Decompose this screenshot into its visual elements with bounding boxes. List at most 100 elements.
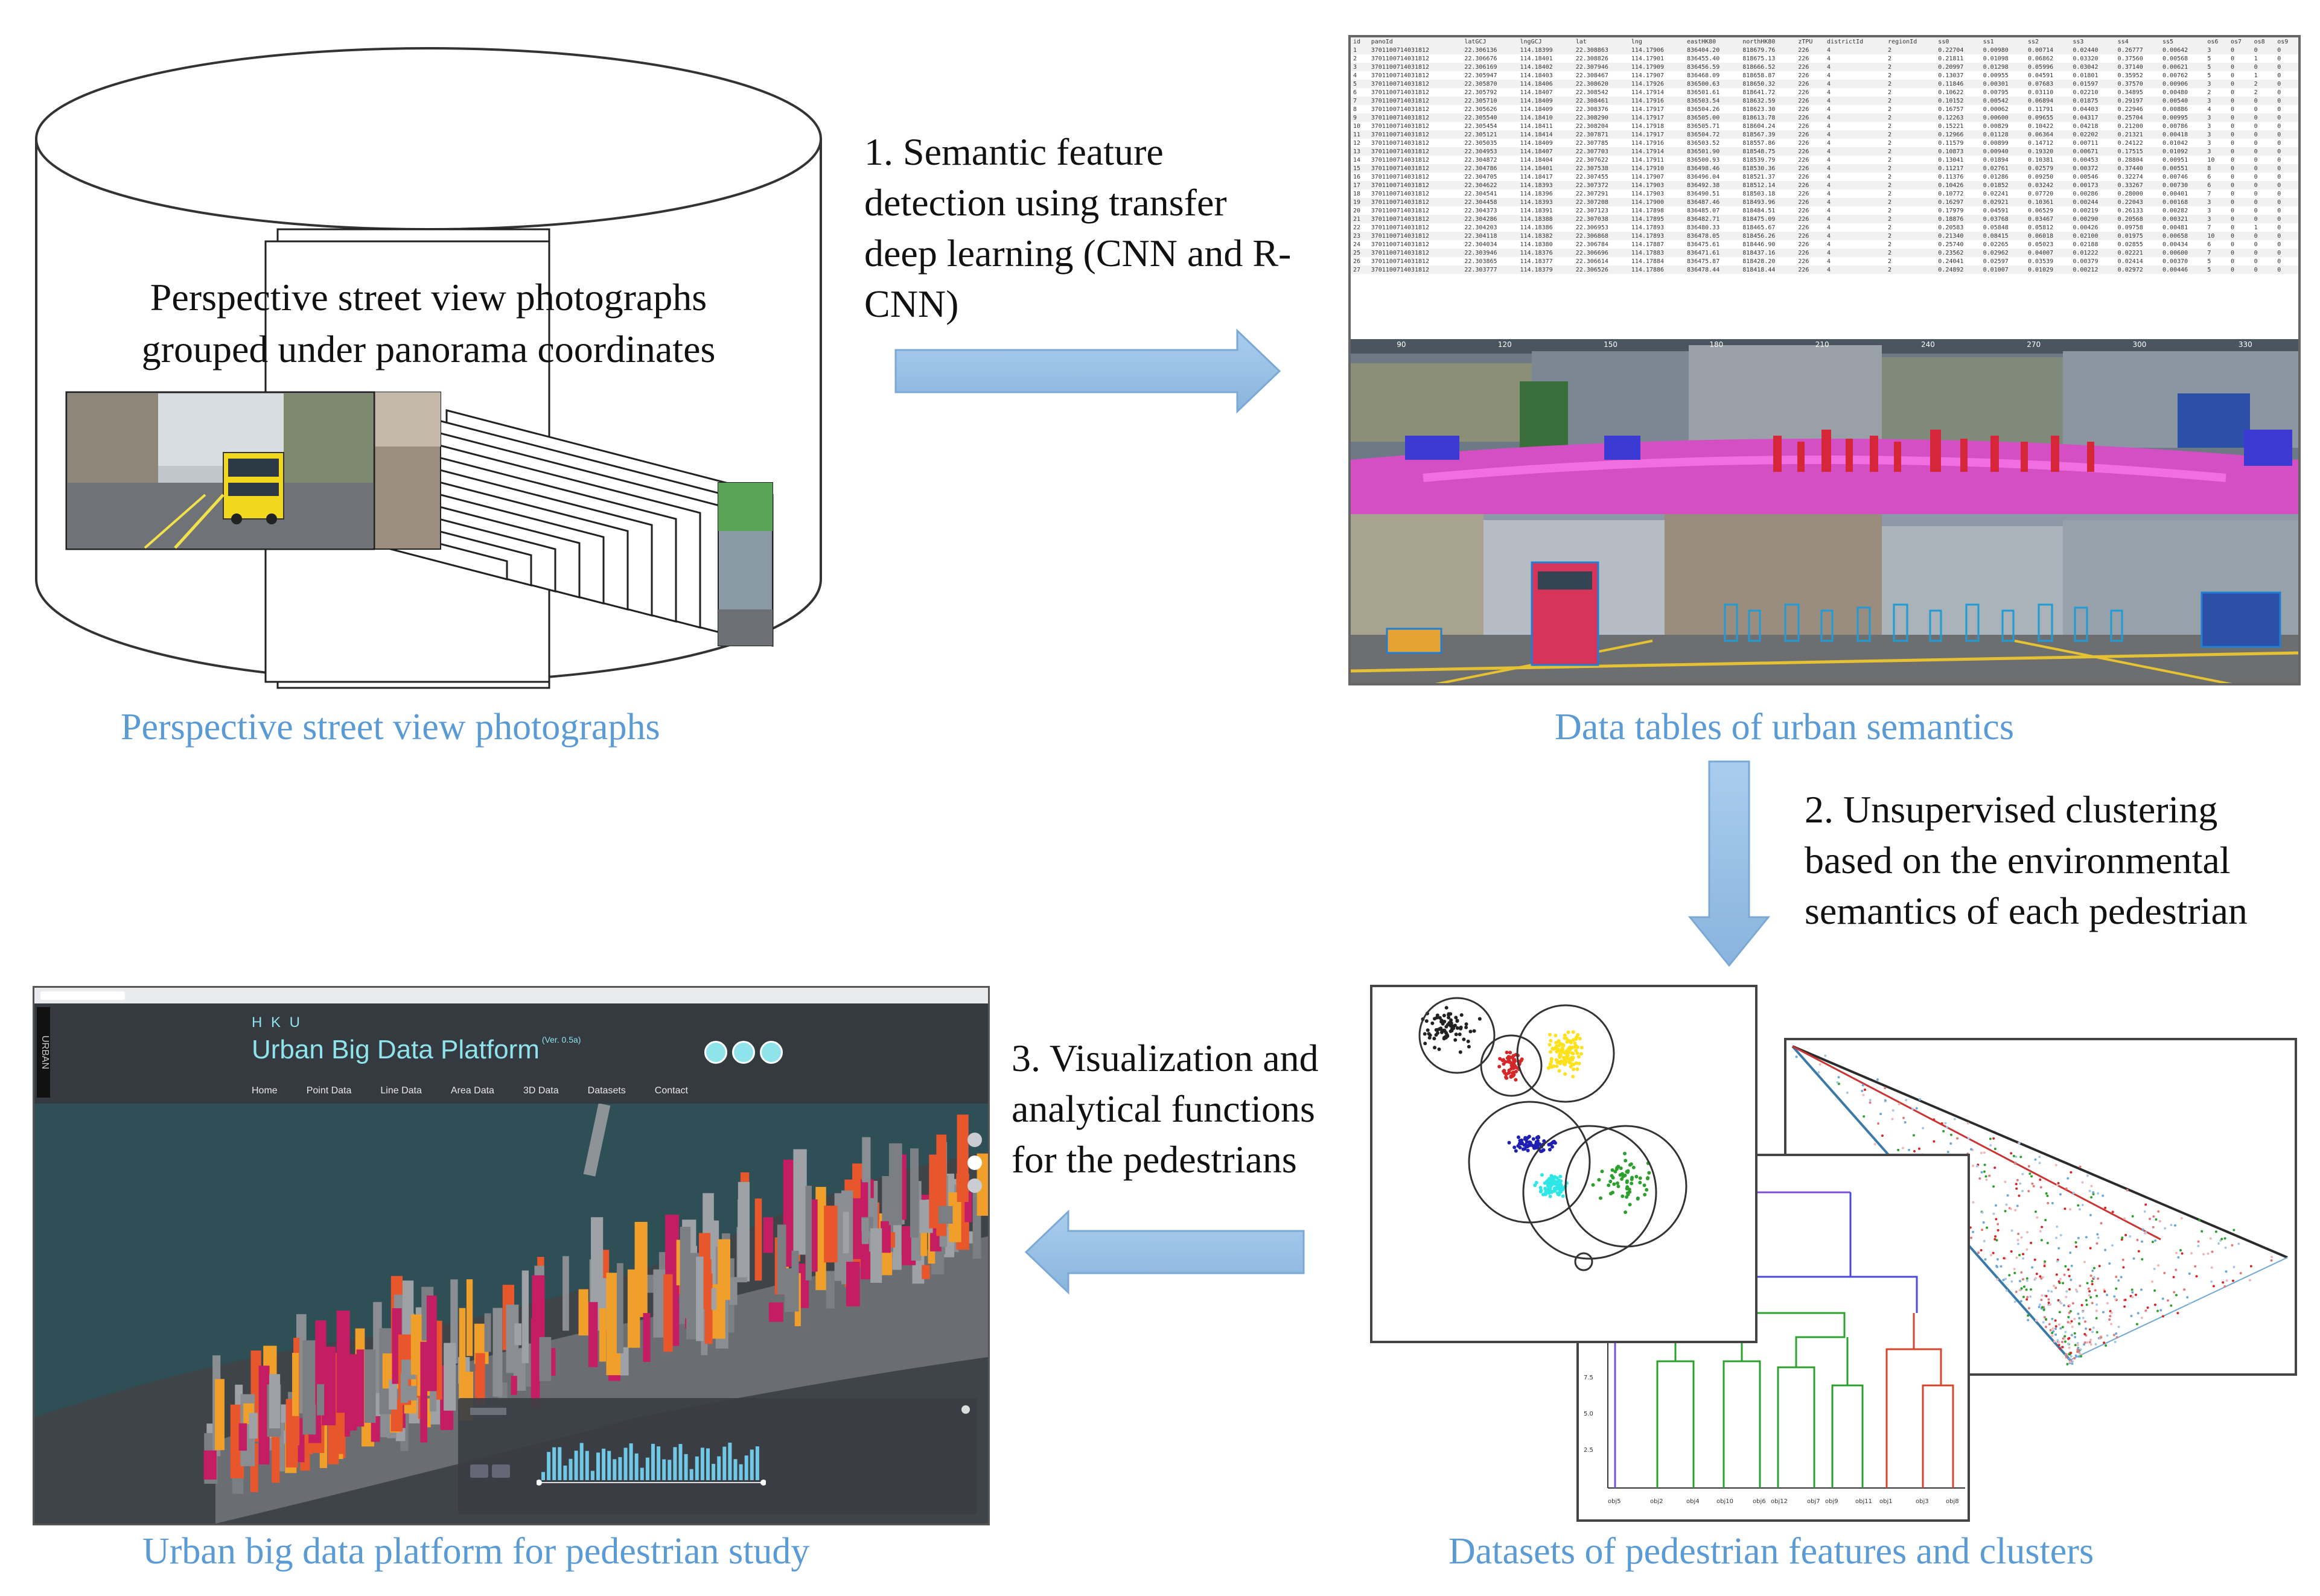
- table-cell: 2: [1888, 207, 1892, 214]
- projection-point: [2161, 1297, 2164, 1300]
- cluster-point: [1504, 1072, 1508, 1076]
- projection-point: [2015, 1156, 2018, 1159]
- table-cell: 3: [2205, 147, 2228, 156]
- projection-point: [2075, 1245, 2078, 1248]
- projection-point: [2051, 1201, 2054, 1204]
- map-building: [870, 1228, 882, 1283]
- table-cell: 22.308620: [1573, 80, 1629, 88]
- map-building: [910, 1148, 919, 1238]
- projection-point: [2092, 1192, 2095, 1195]
- histogram-bar: [607, 1451, 611, 1480]
- table-cell: 0.00600: [1980, 113, 2025, 122]
- table-cell: 0.01852: [1980, 181, 2025, 189]
- projection-point: [2065, 1353, 2068, 1356]
- cluster-point: [1556, 1048, 1560, 1052]
- projection-point: [2170, 1224, 2173, 1227]
- compass-button[interactable]: [967, 1178, 982, 1193]
- table-cell: 3: [2207, 139, 2211, 147]
- map-building: [920, 1232, 928, 1256]
- cluster-point: [1541, 1148, 1546, 1152]
- table-cell: 0.37560: [2117, 55, 2143, 62]
- table-cell: 0.11791: [2027, 106, 2054, 113]
- projection-point: [2074, 1241, 2077, 1244]
- table-cell: 5: [2207, 55, 2211, 62]
- histogram-bar: [750, 1449, 754, 1480]
- nav-item-area-data[interactable]: Area Data: [450, 1086, 494, 1096]
- table-cell: 0: [2277, 156, 2281, 164]
- projection-point: [2137, 1250, 2140, 1253]
- projection-point: [2095, 1294, 2099, 1297]
- table-cell: 2: [1885, 181, 1936, 189]
- map-building: [444, 1343, 456, 1411]
- zoom-out-button[interactable]: [967, 1156, 982, 1170]
- table-cell: 2: [1888, 156, 1892, 164]
- table-cell: 0.00714: [2025, 46, 2071, 54]
- table-cell: 0.24041: [1938, 258, 1964, 265]
- table-cell: 114.18409: [1520, 106, 1553, 113]
- table-cell: 226: [1796, 130, 1824, 139]
- projection-point: [2067, 1268, 2070, 1271]
- table-cell: 0.22946: [2117, 106, 2143, 113]
- projection-point: [2086, 1341, 2089, 1344]
- table-cell: 0.00711: [2073, 139, 2099, 147]
- slider-start-handle[interactable]: [537, 1480, 542, 1486]
- browser-tab[interactable]: [40, 991, 125, 1000]
- projection-point: [2086, 1174, 2089, 1177]
- map-building: [317, 1384, 325, 1416]
- map-building: [562, 1256, 569, 1331]
- map-building: [484, 1313, 491, 1352]
- time-panel-toggle[interactable]: [470, 1408, 506, 1415]
- cluster-point: [1549, 1038, 1553, 1043]
- slider-end-handle[interactable]: [760, 1480, 766, 1486]
- projection-point: [2059, 1300, 2062, 1303]
- projection-point: [2056, 1260, 2059, 1263]
- projection-point: [2088, 1290, 2091, 1293]
- nav-item-home[interactable]: Home: [252, 1086, 278, 1096]
- zoom-in-button[interactable]: [967, 1133, 982, 1147]
- projection-point: [2090, 1184, 2093, 1187]
- table-cell: 114.18376: [1517, 249, 1573, 257]
- play-back-button[interactable]: [470, 1464, 488, 1478]
- table-cell: 0.01894: [1983, 156, 2009, 164]
- time-panel-close-icon[interactable]: [961, 1405, 970, 1414]
- projection-point: [1817, 1071, 1820, 1074]
- nav-item-line-data[interactable]: Line Data: [380, 1086, 422, 1096]
- projection-point: [2135, 1323, 2138, 1326]
- play-button[interactable]: [492, 1464, 510, 1478]
- nav-item-point-data[interactable]: Point Data: [306, 1086, 352, 1096]
- table-cell: 3701100714031812: [1371, 55, 1430, 62]
- projection-point: [2067, 1315, 2070, 1318]
- map-building: [272, 1437, 280, 1483]
- table-cell: 0.24122: [2117, 139, 2143, 147]
- table-cell: 22.308204: [1575, 122, 1608, 130]
- projection-point: [2069, 1321, 2072, 1324]
- table-cell: 7: [2207, 224, 2211, 231]
- table-cell: 0: [2230, 72, 2235, 79]
- table-cell: 818456.26: [1740, 232, 1796, 240]
- map-building: [785, 1268, 794, 1312]
- projection-point: [2039, 1275, 2042, 1278]
- projection-point: [2033, 1258, 2036, 1261]
- projection-point: [2111, 1244, 2114, 1247]
- map-building: [881, 1221, 891, 1253]
- projection-point: [2106, 1294, 2109, 1297]
- nav-item-datasets[interactable]: Datasets: [587, 1086, 626, 1096]
- cluster-point: [1626, 1169, 1630, 1173]
- projection-point: [2054, 1327, 2057, 1331]
- table-cell: 22.304034: [1464, 241, 1497, 248]
- map-building: [663, 1274, 673, 1352]
- projection-point: [2108, 1262, 2111, 1265]
- table-cell: 114.18399: [1517, 46, 1573, 54]
- table-cell: 22.303865: [1464, 258, 1497, 265]
- table-cell: 0: [2275, 63, 2298, 71]
- table-cell: 0.26133: [2117, 207, 2143, 214]
- nav-item-contact[interactable]: Contact: [654, 1086, 688, 1096]
- table-cell: 0: [2277, 106, 2281, 113]
- table-cell: 0.00173: [2070, 181, 2115, 189]
- table-cell: 0.14712: [2027, 139, 2054, 147]
- projection-point: [2064, 1265, 2067, 1268]
- nav-item-3d-data[interactable]: 3D Data: [523, 1086, 559, 1096]
- projection-point: [2087, 1287, 2090, 1290]
